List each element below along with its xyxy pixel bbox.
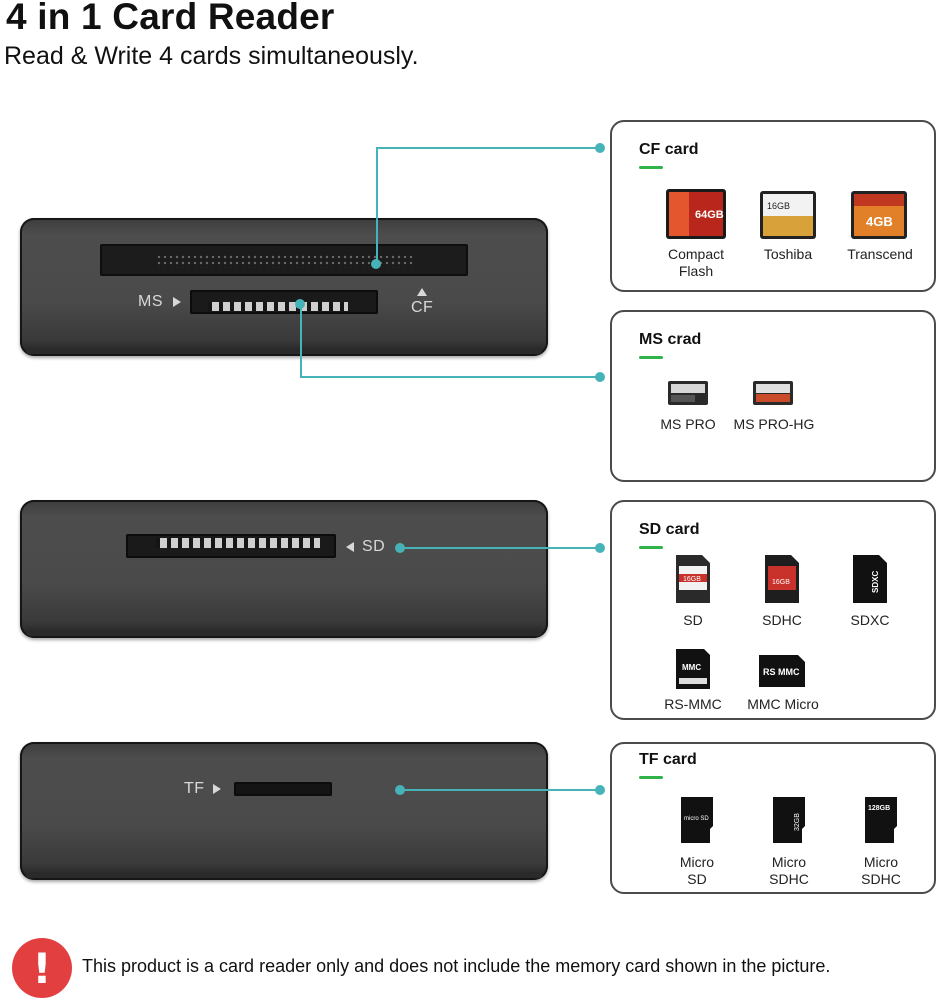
ms-pro-card-icon	[668, 381, 708, 405]
page-subtitle: Read & Write 4 cards simultaneously.	[4, 42, 419, 70]
disclaimer-note: This product is a card reader only and d…	[82, 956, 831, 976]
reader-edge	[26, 630, 542, 636]
panel-title: SD card	[639, 521, 700, 538]
sd-card-print: MMC	[682, 663, 701, 672]
cf-card-print: 16GB	[767, 201, 790, 211]
toshiba-cf-card-icon: 16GB	[760, 191, 816, 239]
sd-card-print: 16GB	[683, 576, 701, 583]
tf-connector-line	[400, 789, 600, 791]
cf-slot	[100, 244, 468, 276]
panel-title-bar	[639, 166, 663, 169]
sd-card-panel: SD card 16GB SD 16GB SDHC SDXC SDXC MMC …	[610, 500, 936, 720]
sd-slot	[126, 534, 336, 558]
cf-connector-line	[376, 147, 378, 264]
reader-sd-face: SD	[20, 500, 548, 638]
reader-tf-face: TF	[20, 742, 548, 880]
ms-connector-line	[300, 304, 302, 377]
sdxc-card-icon: SDXC	[853, 555, 887, 603]
cf-card-print: 4GB	[866, 214, 893, 229]
tf-slot	[234, 782, 332, 796]
cf-connector-line	[376, 147, 600, 149]
ms-pro-hg-card-icon	[753, 381, 793, 405]
panel-title: CF card	[639, 141, 699, 158]
compactflash-card-icon: 64GB	[666, 189, 726, 239]
cf-card-panel: CF card 64GB Compact Flash 16GB Toshiba …	[610, 120, 936, 292]
reader-edge	[26, 348, 542, 354]
reader-edge	[26, 872, 542, 878]
sdhc-card-icon: 16GB	[765, 555, 799, 603]
cf-arrow-icon	[417, 288, 427, 296]
ms-connector-dot	[595, 372, 605, 382]
tf-connector-dot	[595, 785, 605, 795]
rs-mmc-card-icon: MMC	[676, 649, 710, 689]
card-label: SDHC	[762, 612, 802, 628]
panel-title-bar	[639, 546, 663, 549]
ms-arrow-icon	[173, 297, 181, 307]
panel-title-bar	[639, 776, 663, 779]
ms-slot-label: MS	[138, 293, 163, 310]
sd-connector-dot	[395, 543, 405, 553]
microsdhc-card-icon: 32GB	[773, 797, 805, 843]
card-label: MS PRO-HG	[733, 416, 815, 432]
ms-connector-line	[300, 376, 600, 378]
card-label: Toshiba	[763, 246, 813, 262]
tf-connector-dot	[395, 785, 405, 795]
sd-card-print: SDXC	[871, 571, 880, 593]
sd-connector-dot	[595, 543, 605, 553]
sd-slot-pins	[156, 538, 320, 548]
tf-card-print: micro SD	[684, 816, 709, 822]
exclamation-icon: !	[12, 938, 72, 998]
page-title: 4 in 1 Card Reader	[6, 0, 335, 37]
panel-title-bar	[639, 356, 663, 359]
cf-connector-dot	[595, 143, 605, 153]
sd-connector-line	[400, 547, 600, 549]
ms-card-panel: MS crad MS PRO MS PRO-HG	[610, 310, 936, 482]
reader-cf-ms-face: MS CF	[20, 218, 548, 356]
mmc-micro-card-icon: RS MMC	[759, 655, 805, 687]
sd-card-print: 16GB	[772, 579, 790, 586]
card-label: MS PRO	[660, 416, 716, 432]
card-label: MMC Micro	[747, 696, 819, 712]
ms-slot	[190, 290, 378, 314]
cf-slot-label: CF	[411, 299, 434, 316]
panel-title: MS crad	[639, 331, 702, 348]
tf-arrow-icon	[213, 784, 221, 794]
cf-pins	[156, 254, 414, 268]
card-label: Micro SD	[679, 854, 715, 887]
cf-card-print: 64GB	[695, 209, 724, 221]
card-label: Micro SDHC	[769, 854, 809, 887]
card-label: RS-MMC	[664, 696, 722, 712]
transcend-cf-card-icon: 4GB	[851, 191, 907, 239]
ms-slot-pins	[208, 302, 348, 311]
tf-slot-label: TF	[184, 780, 205, 797]
ms-connector-dot	[295, 299, 305, 309]
sd-arrow-icon	[346, 542, 354, 552]
tf-card-print: 128GB	[868, 805, 890, 812]
tf-card-print: 32GB	[794, 813, 801, 831]
tf-card-panel: TF card micro SD Micro SD 32GB Micro SDH…	[610, 742, 936, 894]
sd-card-print: RS MMC	[763, 667, 800, 677]
microsd-card-icon: micro SD	[681, 797, 713, 843]
card-label: SDXC	[850, 612, 890, 628]
exclamation-glyph: !	[32, 944, 52, 993]
card-label: Compact Flash	[667, 246, 725, 279]
card-label: SD	[683, 612, 703, 628]
cf-connector-dot	[371, 259, 381, 269]
sd-card-icon: 16GB	[676, 555, 710, 603]
card-label: Transcend	[847, 246, 913, 262]
panel-title: TF card	[639, 751, 697, 768]
sd-slot-label: SD	[362, 538, 386, 555]
microsdxc-card-icon: 128GB	[865, 797, 897, 843]
card-label: Micro SDHC	[861, 854, 901, 887]
